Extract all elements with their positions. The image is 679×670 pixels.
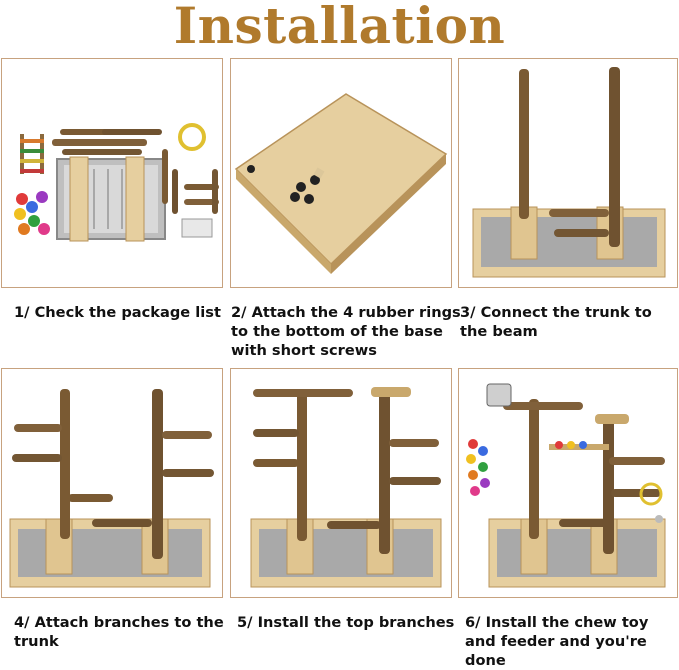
- trunk-right: [379, 389, 390, 554]
- branch: [12, 454, 62, 462]
- branch: [162, 469, 214, 477]
- branch: [253, 459, 299, 467]
- branch: [389, 477, 441, 485]
- branch-part: [212, 169, 218, 214]
- branches-assembly-illustration: [9, 389, 214, 588]
- trunk-left: [297, 391, 307, 541]
- rubber-ring: [304, 194, 314, 204]
- rubber-ring: [290, 192, 300, 202]
- top-platform: [595, 414, 629, 424]
- top-platform: [371, 387, 411, 397]
- ring-toy: [639, 482, 663, 506]
- trunk-left: [519, 69, 529, 219]
- branch-part: [102, 129, 162, 135]
- branch: [611, 489, 661, 497]
- branch-part: [184, 184, 219, 190]
- step-5-caption: 5/ Install the top branches: [237, 614, 455, 631]
- branch-part: [549, 209, 609, 217]
- trunk-left: [60, 389, 70, 539]
- step-2-caption: 2/ Attach the 4 rubber rings to the bott…: [231, 304, 461, 359]
- branch: [92, 519, 152, 527]
- branch: [14, 424, 62, 432]
- top-branch: [503, 402, 583, 410]
- step-1-caption: 1/ Check the package list: [14, 304, 221, 321]
- swing-toy: [549, 441, 609, 450]
- branch-part: [62, 149, 142, 155]
- ladder-toy: [20, 134, 44, 174]
- branch-part: [162, 149, 168, 204]
- base-board-edge: [331, 154, 446, 274]
- branch-part: [52, 139, 147, 146]
- top-branch: [253, 389, 353, 397]
- ring-toy: [178, 123, 206, 151]
- page-title: Installation: [173, 0, 506, 55]
- trunk-assembly-illustration: [472, 67, 666, 278]
- rubber-ring: [296, 182, 306, 192]
- trunk-left: [529, 399, 539, 539]
- screw-bag: [181, 218, 213, 238]
- screw: [313, 167, 325, 179]
- base-board-right: [125, 156, 145, 242]
- bell-icon: [655, 515, 663, 523]
- rubber-ring: [310, 175, 320, 185]
- trunk-right: [152, 389, 163, 559]
- step-4-caption: 4/ Attach branches to the trunk: [14, 614, 224, 650]
- chew-toy: [466, 439, 490, 496]
- branch: [68, 494, 113, 502]
- step-3-panel: [458, 58, 678, 288]
- steel-tray: [481, 217, 657, 267]
- step-6-panel: [458, 368, 678, 598]
- branch: [559, 519, 609, 527]
- step-5-panel: [230, 368, 452, 598]
- rubber-ring: [247, 165, 255, 173]
- base-board-illustration: [234, 93, 448, 274]
- feeder-cup: [486, 383, 512, 407]
- step-2-panel: [230, 58, 452, 288]
- branch: [327, 521, 381, 529]
- finished-playstand-illustration: [466, 383, 666, 588]
- base-board-edge: [236, 169, 331, 274]
- trunk-right: [609, 67, 620, 247]
- step-6-caption: 6/ Install the chew toy and feeder and y…: [465, 614, 649, 669]
- branch-part: [554, 229, 609, 237]
- base-board: [234, 93, 448, 266]
- branch: [162, 431, 212, 439]
- bead-toy: [14, 191, 50, 235]
- branch-part: [184, 199, 219, 205]
- branch: [389, 439, 439, 447]
- trunk-right: [603, 414, 614, 554]
- steel-tray: [259, 529, 433, 577]
- top-branches-illustration: [250, 387, 442, 588]
- branch: [609, 457, 665, 465]
- step-4-panel: [1, 368, 223, 598]
- step-1-panel: [1, 58, 223, 288]
- branch: [253, 429, 299, 437]
- base-board-left: [69, 156, 89, 242]
- branch-part: [172, 169, 178, 214]
- package-list-illustration: [14, 123, 219, 242]
- step-3-caption: 3/ Connect the trunk to the beam: [460, 304, 652, 340]
